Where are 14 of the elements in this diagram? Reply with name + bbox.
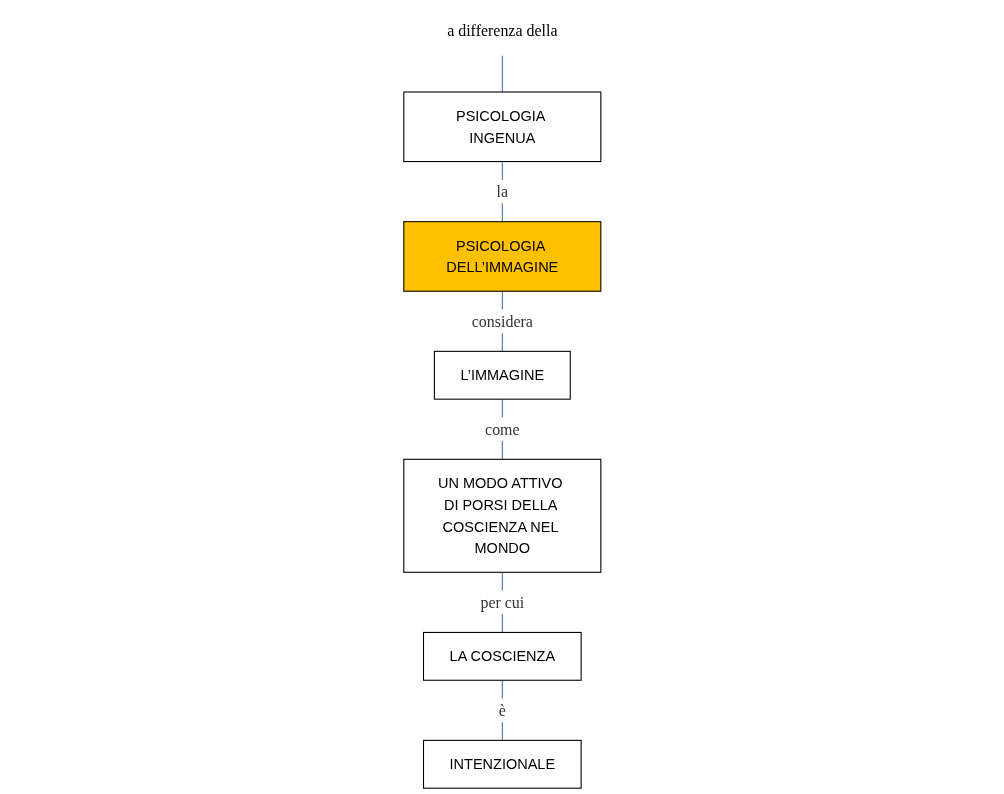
edge-label: per cui <box>480 593 524 612</box>
edge-label: considera <box>471 312 533 331</box>
node-box: PSICOLOGIA INGENUA <box>402 91 602 163</box>
edge-label: la <box>496 182 508 201</box>
node-text: a differenza della <box>446 21 558 40</box>
node-box: INTENZIONALE <box>422 739 582 789</box>
node-box: LA COSCIENZA <box>422 631 582 681</box>
connector <box>501 55 503 93</box>
connector <box>501 161 503 223</box>
node-box: L’IMMAGINE <box>433 350 571 400</box>
edge-label: come <box>484 420 520 439</box>
node-box: PSICOLOGIA DELL’IMMAGINE <box>402 221 602 292</box>
node-box: UN MODO ATTIVO DI PORSI DELLA COSCIENZA NEL MONDO <box>402 458 602 573</box>
edge-label: è <box>498 701 506 720</box>
